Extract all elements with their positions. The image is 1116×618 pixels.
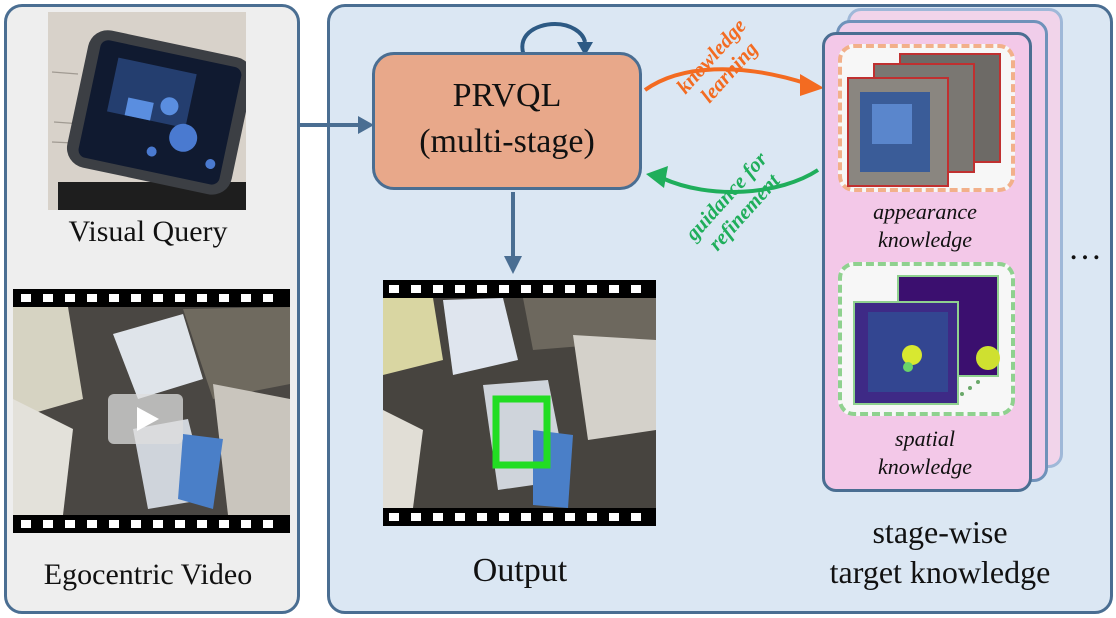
input-arrow [300,116,374,134]
stage-wise-label: stage-wise target knowledge [820,512,1060,592]
spatial-knowledge-box [838,262,1015,416]
knowledge-learning-arrow [643,67,824,96]
play-icon [137,407,159,431]
prvql-model-box: PRVQL (multi-stage) [372,52,642,190]
output-label: Output [472,552,568,589]
appearance-knowledge-word: knowledge [877,227,973,252]
egocentric-video-label: Egocentric Video [43,558,253,591]
more-stages-ellipsis: … [1068,230,1102,267]
spatial-label: spatial knowledge [835,425,1015,481]
appearance-word: appearance [873,199,977,224]
cycle-arrow-icon [520,21,593,59]
visual-query-label: Visual Query [68,215,228,248]
spatial-knowledge-word: knowledge [877,454,973,479]
target-knowledge-text: target knowledge [829,554,1051,590]
output-arrow [504,192,522,274]
target-bounding-box [492,395,551,469]
guidance-arrow [646,166,820,194]
model-subtitle: (multi-stage) [419,123,595,160]
stage-wise-text: stage-wise [872,514,1008,550]
model-title: PRVQL [452,77,562,114]
appearance-knowledge-box [838,44,1015,192]
appearance-label: appearance knowledge [835,198,1015,254]
visual-query-image [48,12,246,210]
output-filmstrip [383,280,656,526]
egocentric-video-filmstrip [13,289,290,533]
spatial-word: spatial [895,426,955,451]
